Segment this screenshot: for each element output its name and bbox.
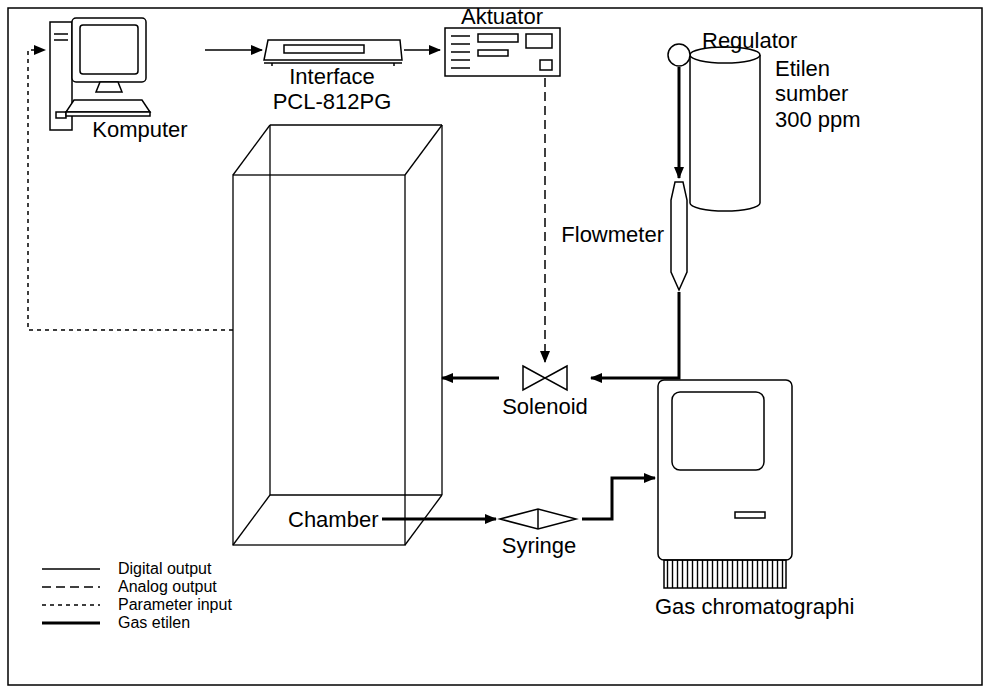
chamber-box <box>441 125 442 495</box>
cylinder-node: Etilen sumber 300 ppm <box>690 44 870 212</box>
chamber-box <box>270 494 442 495</box>
chamber-box <box>405 125 442 175</box>
flow-connector <box>544 78 546 362</box>
flow-connector <box>582 478 655 519</box>
solenoid-valve <box>523 366 545 390</box>
chamber-outlet-line <box>382 518 442 521</box>
computer-icon <box>66 112 150 116</box>
gas-chromatograph <box>672 392 764 470</box>
legend-text: Digital output <box>118 560 211 578</box>
frame <box>8 8 982 685</box>
chamber-box <box>233 125 442 545</box>
node-label: Interface PCL-812PG <box>262 64 402 115</box>
interface-device <box>393 63 395 66</box>
computer-icon <box>54 39 68 41</box>
node-label: Flowmeter <box>561 222 664 247</box>
chamber-box <box>233 125 270 175</box>
actuator-device <box>451 59 470 61</box>
node-label: Syringe <box>502 533 577 558</box>
actuator-device <box>445 28 560 76</box>
computer-icon <box>54 33 68 35</box>
chamber-node: Chamber <box>233 125 442 545</box>
flow-connector <box>28 50 233 330</box>
interface-device <box>264 40 402 66</box>
regulator-gauge <box>668 44 690 66</box>
flow-connector <box>591 292 679 378</box>
gas-cylinder <box>690 47 760 211</box>
node-label: Aktuator <box>461 4 543 29</box>
node-label: Chamber <box>288 507 378 532</box>
syringe-symbol <box>500 509 576 529</box>
flow-connector <box>205 49 262 51</box>
actuator-device <box>478 34 518 42</box>
legend-sample <box>42 586 100 588</box>
flowmeter-tube <box>671 182 687 290</box>
legend-text: Parameter input <box>118 596 232 614</box>
node-label: Gas chromatographi <box>655 594 854 619</box>
interface-device <box>284 45 364 53</box>
chamber-outlet-line <box>382 518 442 521</box>
actuator-device <box>445 28 560 76</box>
node-label: Komputer <box>92 117 187 142</box>
computer-icon <box>96 82 122 92</box>
solenoid-valve <box>545 366 567 390</box>
actuator-device <box>526 34 552 48</box>
interface-device <box>264 62 402 64</box>
computer-icon <box>80 25 138 74</box>
syringe-symbol <box>500 509 576 529</box>
chamber-box <box>270 124 442 125</box>
legend-samples <box>42 569 100 623</box>
syringe-node: Syringe <box>496 505 582 560</box>
node-label: Regulator <box>702 28 797 53</box>
actuator-device <box>451 67 470 69</box>
computer-icon <box>72 18 146 82</box>
chromatograph-node: Gas chromatographi <box>655 378 870 622</box>
legend-sample <box>42 604 100 606</box>
actuator-device <box>451 35 470 37</box>
gas-cylinder <box>690 55 760 211</box>
legend-text: Gas etilen <box>118 614 190 632</box>
computer-icon <box>50 18 150 130</box>
actuator-device <box>451 43 470 45</box>
legend-sample <box>42 568 100 570</box>
flowmeter-node: Flowmeter <box>550 178 692 292</box>
computer-node: Komputer <box>45 15 205 145</box>
interface-device <box>271 63 273 66</box>
actuator-node: Aktuator <box>440 4 565 78</box>
actuator-device <box>540 60 552 70</box>
solenoid-node: Solenoid <box>499 362 591 422</box>
legend-text: Analog output <box>118 578 217 596</box>
chamber-box <box>269 125 270 495</box>
interface-node: Interface PCL-812PG <box>262 36 404 117</box>
flow-connector <box>442 518 496 521</box>
chamber-box <box>233 175 405 545</box>
node-label: Solenoid <box>502 394 588 419</box>
flow-connector <box>404 49 440 51</box>
regulator-gauge <box>668 44 690 66</box>
gas-chromatograph <box>658 380 792 560</box>
solenoid-valve <box>523 366 567 390</box>
flowmeter-tube <box>671 182 687 290</box>
actuator-device <box>478 50 508 56</box>
interface-device <box>264 40 402 60</box>
chamber-box <box>233 495 270 545</box>
computer-icon <box>56 112 66 118</box>
flow-connector <box>678 67 681 178</box>
legend-sample <box>42 622 100 625</box>
flow-connector <box>442 377 499 380</box>
node-label: Etilen sumber 300 ppm <box>775 56 867 132</box>
gas-chromatograph <box>664 560 786 588</box>
gas-chromatograph <box>735 512 765 518</box>
actuator-device <box>451 51 470 53</box>
computer-icon <box>66 100 150 112</box>
syringe-symbol <box>537 509 539 529</box>
gas-chromatograph <box>658 380 792 588</box>
